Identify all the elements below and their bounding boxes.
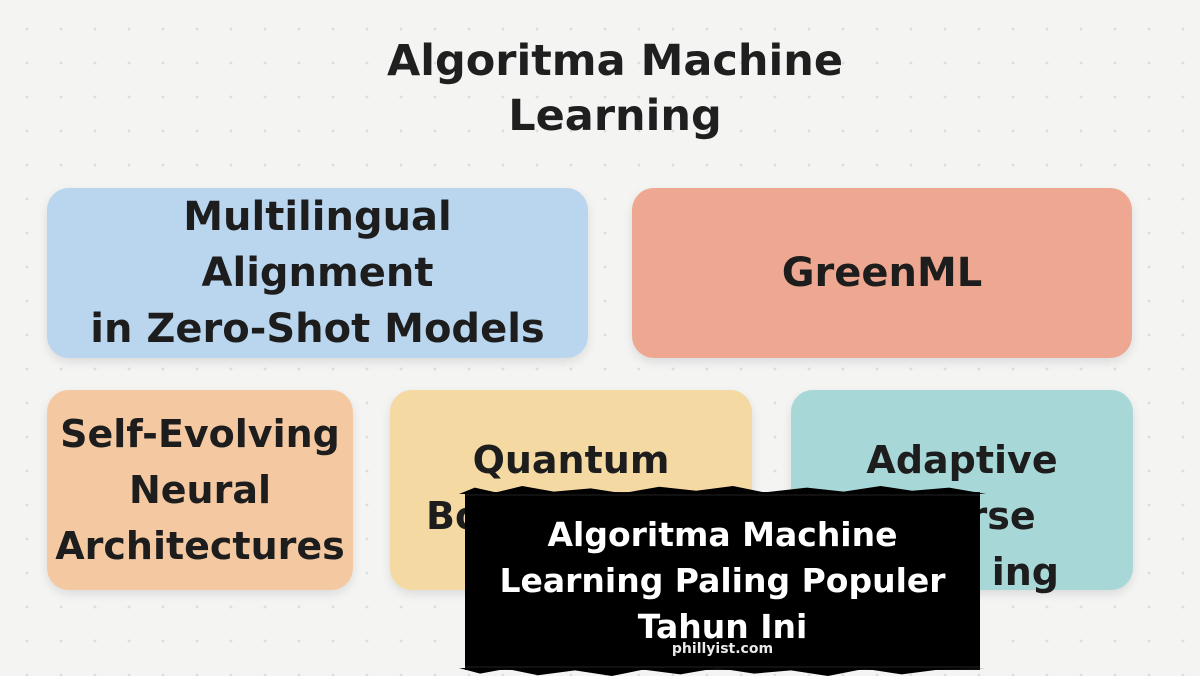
- caption-line-3: Tahun Ini: [637, 607, 808, 646]
- caption-line-1: Algoritma Machine: [547, 515, 898, 554]
- diagram-title: Algoritma Machine Learning: [350, 34, 880, 144]
- card-greenml: GreenML: [632, 188, 1132, 358]
- card-multilingual-alignment: Multilingual Alignment in Zero-Shot Mode…: [47, 188, 588, 358]
- card-line: GreenML: [781, 250, 983, 296]
- diagram-title-line-2: Learning: [508, 91, 722, 141]
- card-line: Multilingual Alignment: [183, 194, 452, 296]
- caption-title: Algoritma Machine Learning Paling Popule…: [465, 512, 980, 650]
- card-line: in Zero-Shot Models: [90, 306, 545, 352]
- source-watermark: phillyist.com: [671, 641, 774, 657]
- card-line: Adaptive: [866, 438, 1058, 482]
- card-line: Architectures: [55, 524, 345, 568]
- card-line: Neural: [128, 468, 272, 512]
- diagram-title-line-1: Algoritma Machine: [386, 36, 844, 86]
- card-line: ing: [991, 550, 1059, 594]
- card-line: Self-Evolving: [60, 412, 340, 456]
- caption-line-2: Learning Paling Populer: [499, 561, 946, 600]
- card-line: Quantum: [472, 438, 670, 482]
- caption-overlay: Algoritma Machine Learning Paling Popule…: [465, 492, 980, 670]
- card-self-evolving: Self-Evolving Neural Architectures: [47, 390, 353, 590]
